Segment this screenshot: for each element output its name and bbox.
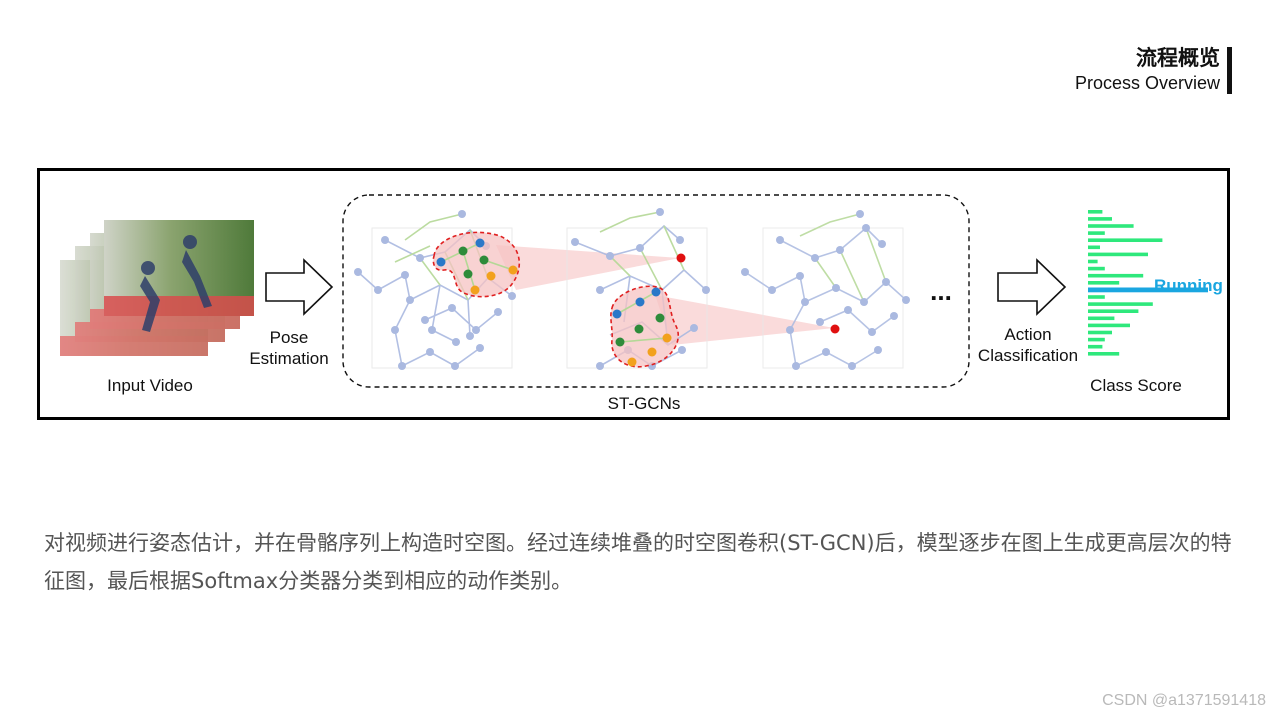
stgcn-container (342, 194, 970, 388)
class-score-bar (1088, 316, 1115, 321)
class-score-bar (1088, 238, 1163, 242)
class-score-bar (1088, 330, 1112, 335)
title-accent-bar (1227, 47, 1232, 94)
class-score-bar (1088, 245, 1100, 250)
region-2-nodes (612, 287, 672, 367)
slide-title: 流程概览 (1136, 46, 1220, 70)
class-score-bar (1088, 323, 1130, 328)
region-1-nodes (436, 238, 518, 295)
header: 流程概览 Process Overview (1075, 44, 1220, 94)
class-score-label: Class Score (1090, 376, 1182, 395)
arrow-pose-estimation (265, 258, 334, 316)
class-score-bar (1088, 309, 1139, 313)
class-score-bar (1088, 231, 1105, 235)
graph-3-nodes (741, 210, 910, 370)
runner-figure (140, 235, 212, 332)
slide-subtitle: Process Overview (1074, 73, 1220, 93)
description-text: 对视频进行姿态估计，并在骨骼序列上构造时空图。经过连续堆叠的时空图卷积(ST-G… (44, 531, 1232, 593)
class-score-bar (1088, 266, 1105, 271)
class-score-bar (1088, 352, 1120, 356)
class-score-bar (1088, 302, 1153, 306)
watermark: CSDN @a1371591418 (1102, 692, 1266, 709)
video-frame (104, 220, 254, 316)
action-label-line2: Classification (978, 346, 1078, 365)
arrow-action-classification (997, 258, 1067, 316)
highlight-region-2 (610, 285, 680, 368)
input-video-stack (60, 220, 254, 356)
class-score-bar-running (1088, 287, 1208, 293)
class-score-bar (1088, 344, 1103, 349)
running-label: Running (1154, 276, 1223, 295)
pose-label-line2: Estimation (249, 349, 328, 368)
output-node-red (676, 253, 686, 263)
class-score-bar (1088, 273, 1144, 278)
input-video-label: Input Video (107, 376, 193, 395)
class-score-bars (1088, 210, 1208, 356)
ellipsis: ... (930, 276, 952, 306)
graph-1-nodes (354, 210, 516, 370)
class-score-bar (1088, 252, 1148, 257)
class-score-bar (1088, 281, 1120, 285)
class-score-bar (1088, 224, 1134, 228)
class-score-bar (1088, 210, 1103, 214)
class-score-bar (1088, 295, 1105, 299)
pose-label-line1: Pose (270, 328, 309, 347)
receptive-projection (496, 245, 680, 290)
action-label-line1: Action (1004, 325, 1051, 344)
stgcn-label: ST-GCNs (608, 394, 681, 413)
class-score-bar (1088, 337, 1105, 342)
class-score-bar (1088, 259, 1098, 264)
diagram-frame (37, 168, 1230, 420)
highlight-region-1 (432, 231, 520, 298)
class-score-bar (1088, 217, 1112, 221)
output-node-red (830, 324, 840, 334)
